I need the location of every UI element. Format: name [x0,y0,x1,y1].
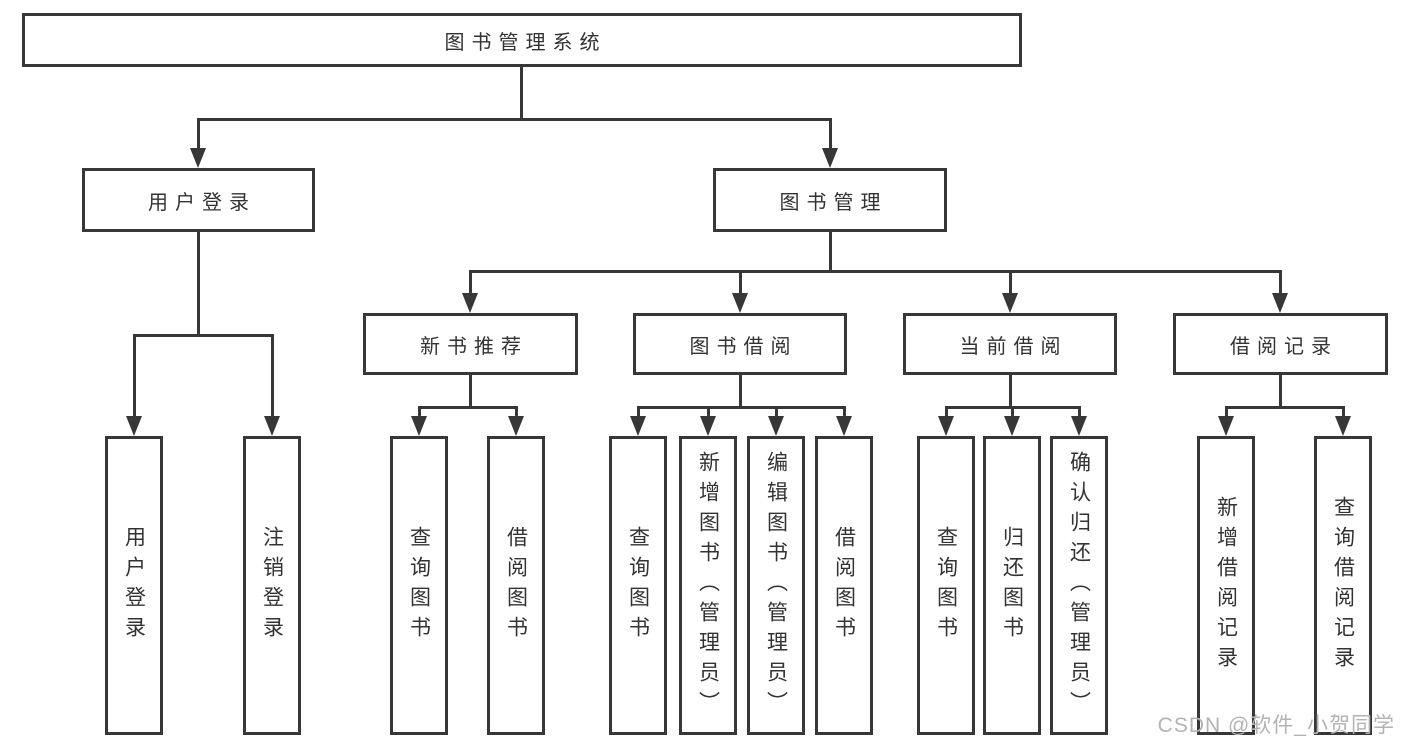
arrow-down-icon [1218,416,1234,436]
leaf-add-borrow-record: 新增借阅记录 [1197,436,1255,735]
leaf-borrow-books-2: 借阅图书 [815,436,873,735]
connector-line-vertical [828,232,832,271]
arrow-down-icon [1071,416,1087,436]
arrow-shaft [738,271,742,295]
arrow-down-icon [190,148,206,168]
node-book-management: 图书管理 [713,168,947,232]
arrow-shaft [196,119,200,150]
arrow-shaft [1010,407,1014,418]
connector-line-horizontal [417,405,518,409]
arrow-down-icon [700,416,716,436]
connector-line-horizontal [468,269,1282,273]
node-library-management-system: 图书管理系统 [22,13,1022,67]
leaf-logout: 注销登录 [243,436,301,735]
leaf-edit-books-admin: 编辑图书（管理员） [747,436,805,735]
arrow-down-icon [732,293,748,313]
leaf-user-login: 用户登录 [105,436,163,735]
leaf-query-books-3: 查询图书 [917,436,975,735]
arrow-shaft [270,335,274,418]
connector-line-vertical [1278,375,1282,407]
connector-line-vertical [196,232,200,335]
arrow-down-icon [264,416,280,436]
connector-line-horizontal [132,333,274,337]
arrow-shaft [1278,271,1282,295]
leaf-confirm-return-admin: 确认归还（管理员） [1050,436,1108,735]
node-book-borrowing: 图书借阅 [633,313,847,375]
arrow-shaft [468,271,472,295]
arrow-shaft [132,335,136,418]
connector-line-vertical [1008,375,1012,407]
arrow-down-icon [1004,416,1020,436]
arrow-down-icon [411,416,427,436]
node-borrow-records: 借阅记录 [1173,313,1388,375]
arrow-shaft [1224,407,1228,418]
arrow-down-icon [768,416,784,436]
arrow-down-icon [1272,293,1288,313]
arrow-shaft [1077,407,1081,418]
arrow-down-icon [508,416,524,436]
arrow-down-icon [126,416,142,436]
arrow-down-icon [1335,416,1351,436]
connector-line-vertical [519,66,523,119]
leaf-return-books: 归还图书 [983,436,1041,735]
arrow-shaft [706,407,710,418]
arrow-down-icon [836,416,852,436]
arrow-shaft [1341,407,1345,418]
connector-line-vertical [468,375,472,407]
arrow-down-icon [630,416,646,436]
arrow-shaft [944,407,948,418]
arrow-shaft [417,407,421,418]
arrow-shaft [828,119,832,150]
leaf-borrow-books-1: 借阅图书 [487,436,545,735]
arrow-shaft [514,407,518,418]
arrow-shaft [774,407,778,418]
leaf-add-books-admin: 新增图书（管理员） [679,436,737,735]
leaf-query-books-1: 查询图书 [390,436,448,735]
leaf-query-books-2: 查询图书 [609,436,667,735]
arrow-down-icon [822,148,838,168]
connector-line-horizontal [1224,405,1345,409]
node-user-login: 用户登录 [82,168,315,232]
csdn-watermark: CSDN @软件_小贺同学 [1157,714,1395,737]
connector-line-horizontal [636,405,846,409]
connector-line-vertical [738,375,742,407]
leaf-query-borrow-record: 查询借阅记录 [1314,436,1372,735]
arrow-shaft [1008,271,1012,295]
arrow-shaft [636,407,640,418]
connector-line-horizontal [196,117,832,121]
arrow-down-icon [1002,293,1018,313]
node-new-book-recommendation: 新书推荐 [363,313,578,375]
arrow-shaft [842,407,846,418]
arrow-down-icon [938,416,954,436]
node-current-borrowing: 当前借阅 [903,313,1117,375]
arrow-down-icon [462,293,478,313]
